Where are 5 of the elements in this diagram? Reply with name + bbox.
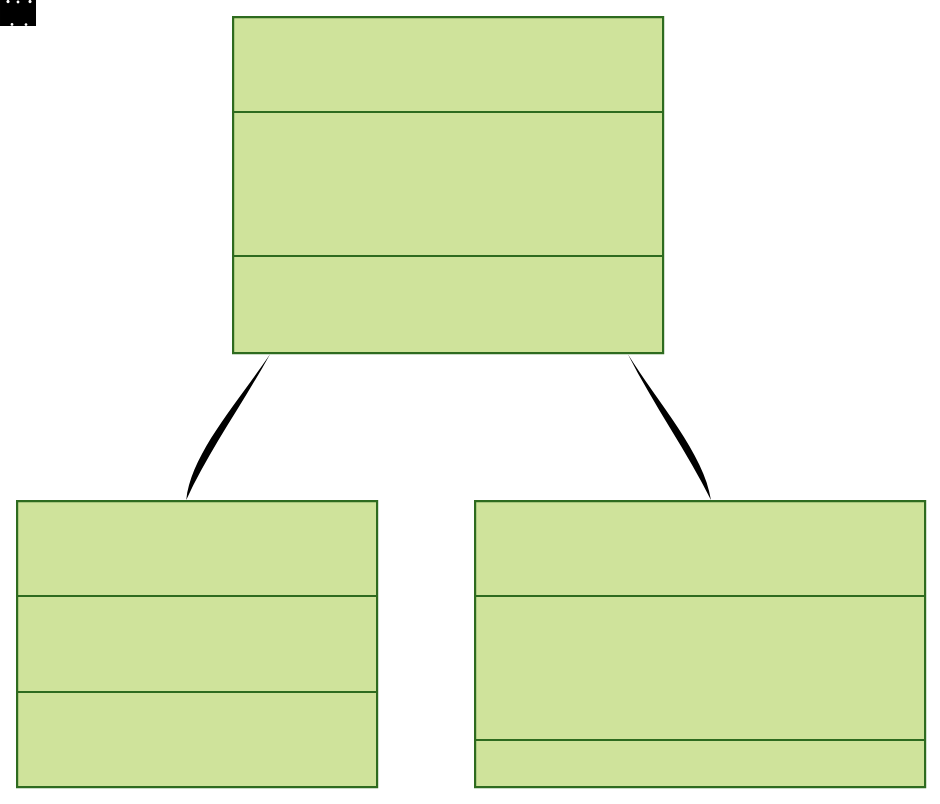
class-box <box>16 500 379 789</box>
curved-connector <box>186 354 271 500</box>
class-box <box>474 500 927 789</box>
class-box <box>232 16 665 355</box>
curved-connector <box>627 354 711 500</box>
